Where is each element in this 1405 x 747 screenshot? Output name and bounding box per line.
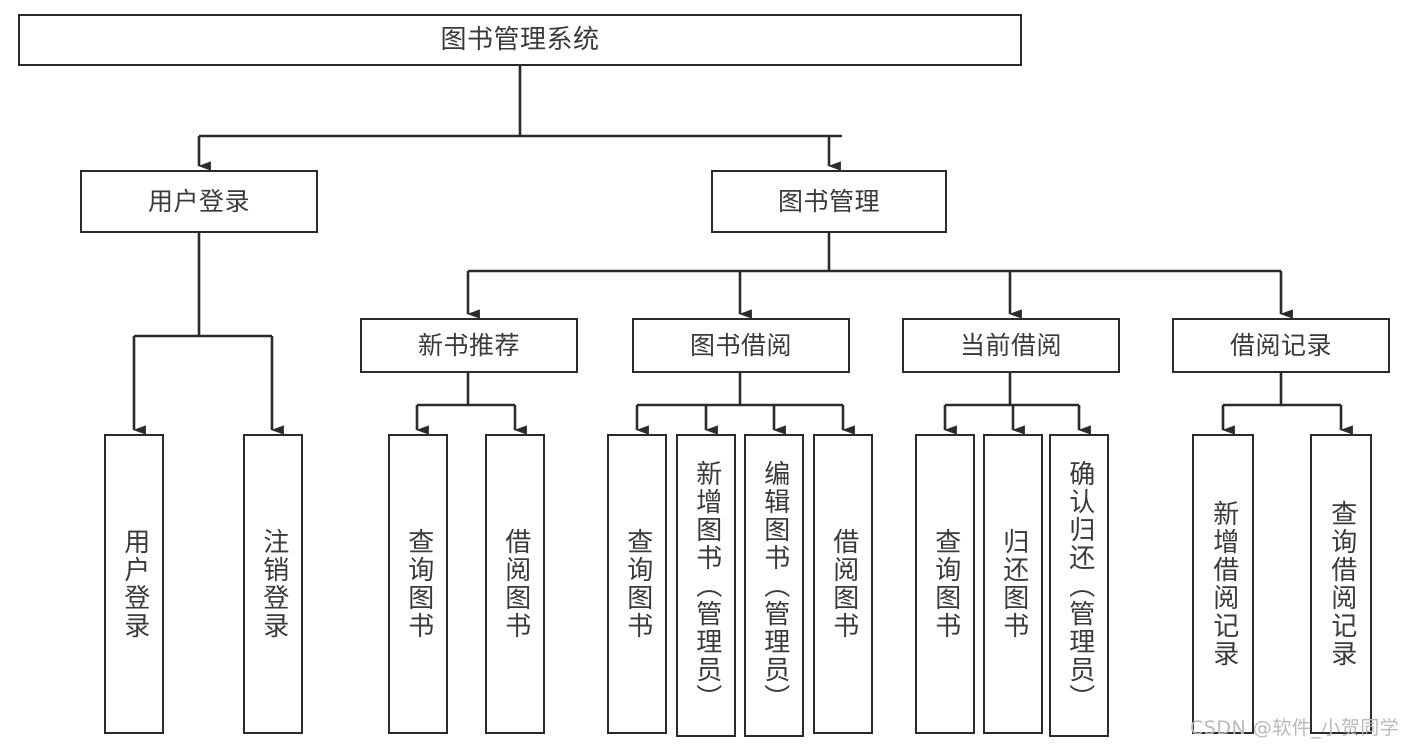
node-label: 查询图书 <box>930 528 961 640</box>
node-label: 当前借阅 <box>959 331 1062 360</box>
leaf-records-add-record[interactable]: 新增借阅记录 <box>1192 434 1254 734</box>
node-book-management[interactable]: 图书管理 <box>711 170 947 233</box>
leaf-current-query-books[interactable]: 查询图书 <box>915 434 975 734</box>
node-label: 查询图书 <box>622 528 653 640</box>
node-label: 图书管理 <box>777 187 880 216</box>
leaf-newbook-borrow-books[interactable]: 借阅图书 <box>485 434 545 734</box>
node-label: 确认归还（管理员） <box>1064 459 1095 712</box>
node-label: 图书借阅 <box>689 331 792 360</box>
node-label: 借阅图书 <box>828 528 859 640</box>
leaf-current-confirm-return-admin[interactable]: 确认归还（管理员） <box>1049 434 1109 737</box>
csdn-watermark: CSDN @软件_小贺同学 <box>1190 717 1400 739</box>
node-book-borrow[interactable]: 图书借阅 <box>632 318 850 373</box>
leaf-user-logout[interactable]: 注销登录 <box>243 434 303 734</box>
node-label: 图书管理系统 <box>440 25 600 55</box>
node-borrow-records[interactable]: 借阅记录 <box>1172 318 1390 373</box>
leaf-borrow-query-books[interactable]: 查询图书 <box>607 434 667 734</box>
leaf-current-return-books[interactable]: 归还图书 <box>983 434 1043 734</box>
leaf-user-login[interactable]: 用户登录 <box>104 434 164 734</box>
leaf-borrow-borrow-books[interactable]: 借阅图书 <box>813 434 873 734</box>
node-label: 查询图书 <box>403 528 434 640</box>
node-label: 借阅图书 <box>500 528 531 640</box>
node-current-borrow[interactable]: 当前借阅 <box>902 318 1120 373</box>
node-new-book-recommend[interactable]: 新书推荐 <box>360 318 578 373</box>
leaf-borrow-edit-book-admin[interactable]: 编辑图书（管理员） <box>744 434 804 737</box>
node-label: 新增借阅记录 <box>1208 500 1239 668</box>
node-user-login[interactable]: 用户登录 <box>80 170 318 233</box>
leaf-borrow-add-book-admin[interactable]: 新增图书（管理员） <box>676 434 736 737</box>
node-label: 新书推荐 <box>417 331 520 360</box>
node-label: 编辑图书（管理员） <box>759 459 790 712</box>
node-label: 注销登录 <box>258 528 289 640</box>
node-label: 新增图书（管理员） <box>691 459 722 712</box>
node-label: 查询借阅记录 <box>1326 500 1357 668</box>
node-label: 用户登录 <box>119 528 150 640</box>
node-root-book-management-system[interactable]: 图书管理系统 <box>18 14 1022 66</box>
node-label: 借阅记录 <box>1229 331 1332 360</box>
node-label: 用户登录 <box>147 187 250 216</box>
leaf-records-query-record[interactable]: 查询借阅记录 <box>1310 434 1372 734</box>
leaf-newbook-query-books[interactable]: 查询图书 <box>388 434 448 734</box>
node-label: 归还图书 <box>998 528 1029 640</box>
